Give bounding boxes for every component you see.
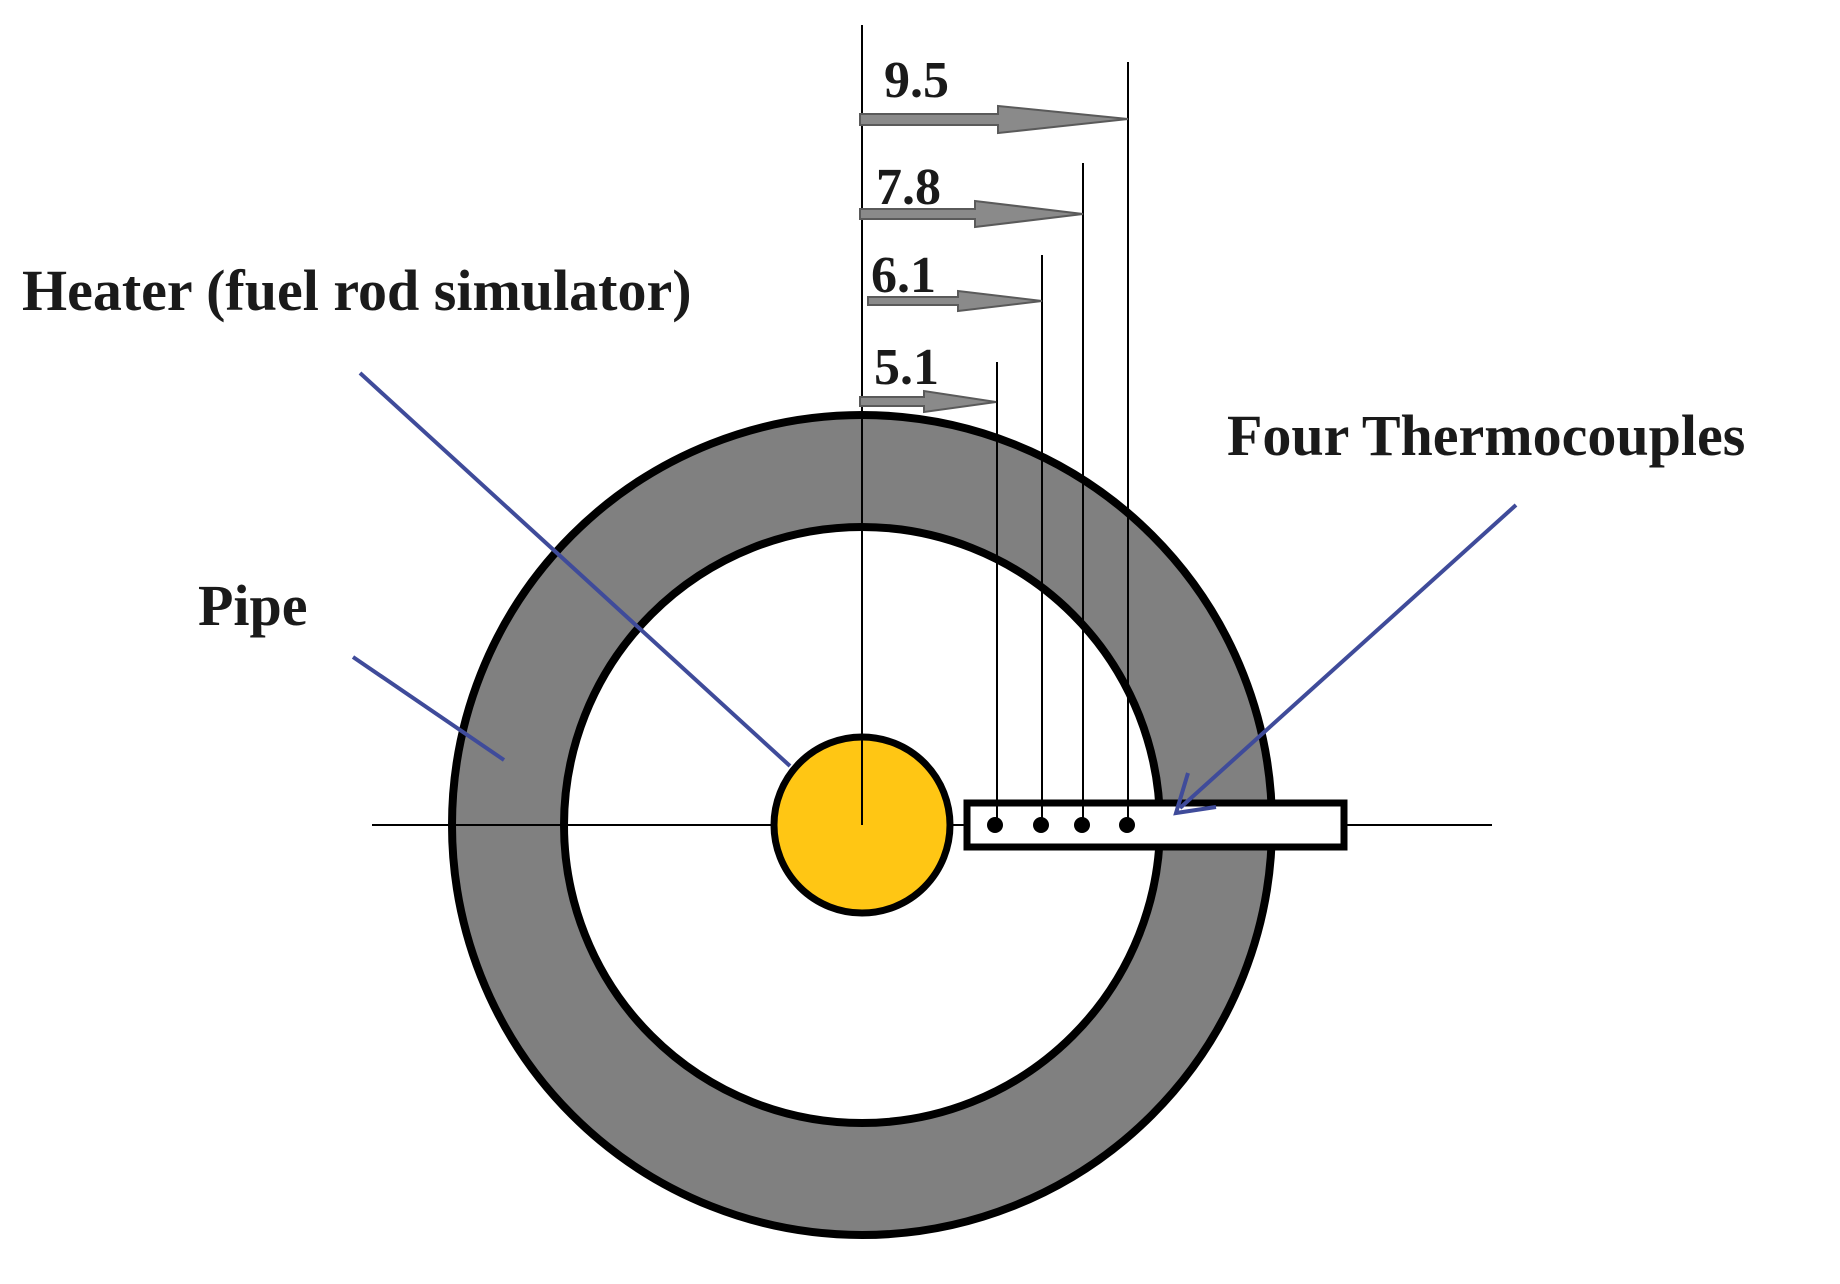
thermocouple-dot-2 <box>1033 817 1049 833</box>
dimension-label-78: 7.8 <box>876 159 941 216</box>
thermocouple-probe <box>963 799 1348 851</box>
dimension-label-95: 9.5 <box>884 52 949 109</box>
thermocouple-dot-3 <box>1074 817 1090 833</box>
dimension-arrow-95 <box>859 104 1129 135</box>
thermocouple-dot-4 <box>1119 817 1135 833</box>
dimension-arrow-51 <box>859 389 997 414</box>
heater-label: Heater (fuel rod simulator) <box>22 258 692 323</box>
dimension-arrow-61 <box>867 289 1043 313</box>
dimension-label-61: 6.1 <box>871 247 936 304</box>
pipe-leader-line <box>351 655 506 762</box>
dimension-label-51: 5.1 <box>874 339 939 396</box>
pipe-label: Pipe <box>198 573 308 638</box>
heater-leader-line <box>358 371 792 768</box>
dimension-arrow-78 <box>859 199 1084 229</box>
thermocouples-label: Four Thermocouples <box>1227 403 1745 468</box>
thermocouples-arrowhead <box>1173 772 1217 816</box>
thermocouples-leader-line <box>1178 503 1518 810</box>
thermocouple-dot-1 <box>987 817 1003 833</box>
